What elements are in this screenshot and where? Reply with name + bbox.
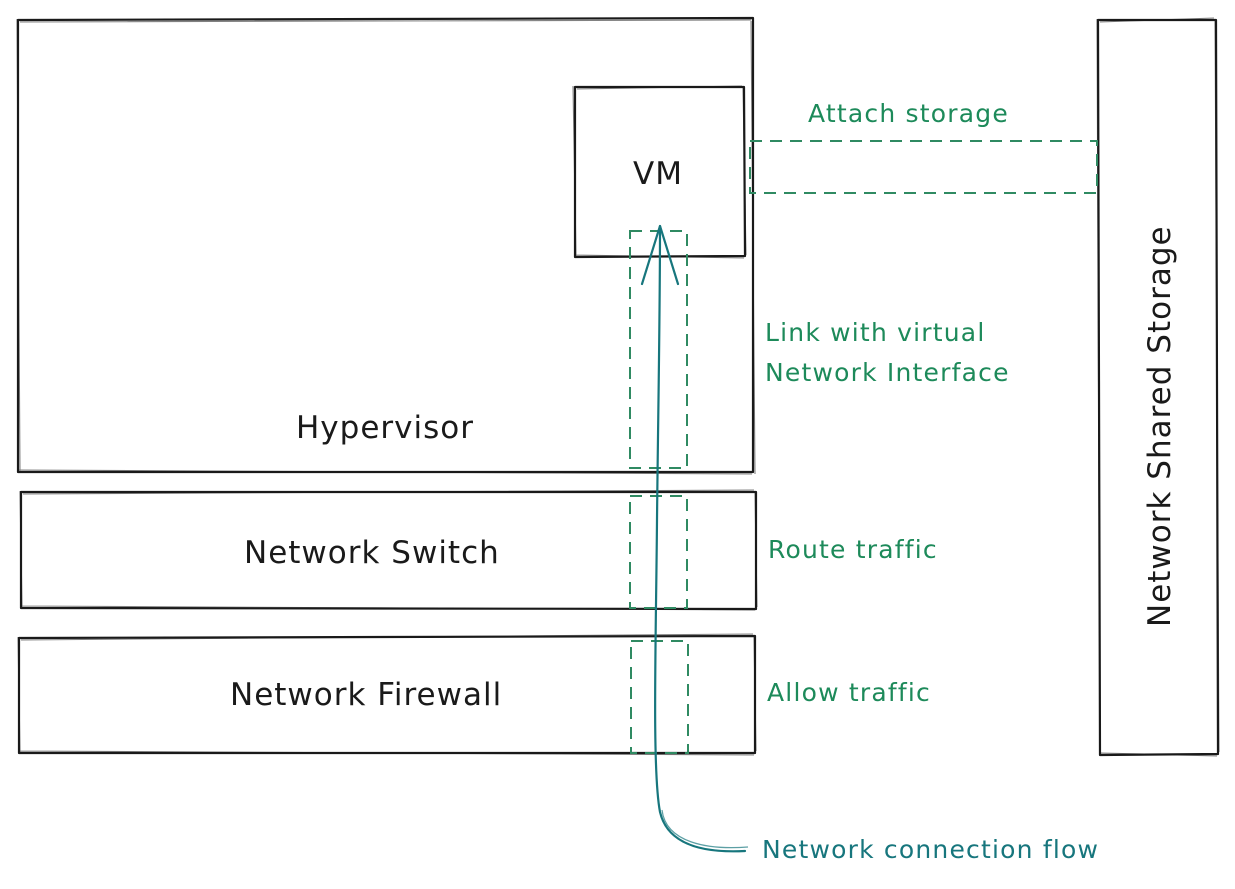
network-flow-arrow bbox=[640, 224, 749, 853]
link-vnic-annotation-line2: Network Interface bbox=[765, 358, 1010, 387]
attach-storage-dashed-region bbox=[749, 140, 1098, 194]
network-switch-label: Network Switch bbox=[244, 535, 500, 571]
switch-dashed-region bbox=[629, 495, 688, 609]
arrow-head bbox=[640, 224, 680, 286]
network-connection-flow-annotation: Network connection flow bbox=[762, 835, 1099, 864]
hypervisor-box: Hypervisor bbox=[16, 16, 756, 475]
network-shared-storage-box: Network Shared Storage bbox=[1096, 17, 1220, 757]
firewall-dashed-region bbox=[630, 640, 689, 754]
network-switch-box: Network Switch bbox=[19, 489, 758, 611]
attach-storage-annotation: Attach storage bbox=[808, 99, 1009, 128]
link-vnic-annotation-line1: Link with virtual bbox=[765, 318, 985, 347]
vm-label: VM bbox=[633, 156, 683, 192]
allow-traffic-annotation: Allow traffic bbox=[767, 678, 931, 707]
network-firewall-label: Network Firewall bbox=[230, 677, 502, 713]
hypervisor-label: Hypervisor bbox=[296, 410, 474, 446]
route-traffic-annotation: Route traffic bbox=[768, 535, 938, 564]
network-firewall-box: Network Firewall bbox=[17, 633, 757, 756]
network-shared-storage-label: Network Shared Storage bbox=[1142, 225, 1178, 627]
vm-box: VM bbox=[572, 85, 747, 259]
